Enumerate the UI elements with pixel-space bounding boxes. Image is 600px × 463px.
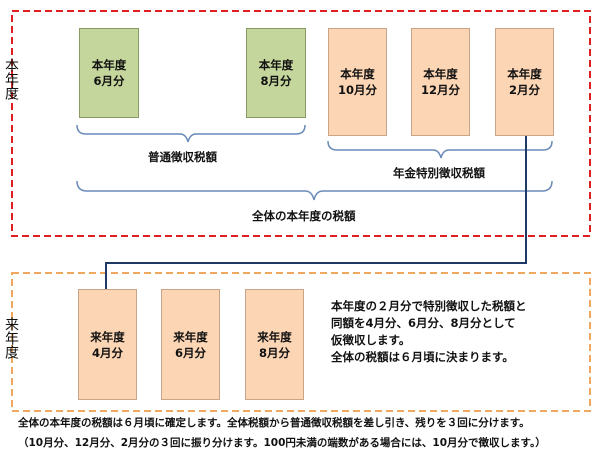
explanation-note: 本年度の２月分で特別徴収した税額と 同額を4月分、6月分、8月分として 仮徴収し… [331,298,527,366]
footer-line-2: （10月分、12月分、2月分の３回に振り分けます。100円未満の端数がある場合に… [18,437,546,449]
ordinary-brace [76,124,306,143]
note-line: 仮徴収します。 [331,333,411,347]
pension-brace [327,140,553,159]
note-line: 本年度の２月分で特別徴収した税額と [331,299,527,313]
note-line: 全体の税額は６月頃に決まります。 [331,350,514,364]
carryover-arrow [105,123,527,294]
pension-tax-label: 年金特別徴収税額 [393,166,485,180]
next-year-frame [11,272,591,412]
current-year-frame [11,10,591,237]
next-year-label: 来年度 [3,317,19,359]
total-tax-label: 全体の本年度の税額 [252,209,356,223]
current-year-label: 本年度 [3,58,19,100]
ordinary-tax-label: 普通徴収税額 [148,150,217,164]
note-line: 同額を4月分、6月分、8月分として [331,316,516,330]
total-brace [76,180,553,201]
footer-line-1: 全体の本年度の税額は６月頃に確定します。全体税額から普通徴収税額を差し引き、残り… [18,417,530,429]
